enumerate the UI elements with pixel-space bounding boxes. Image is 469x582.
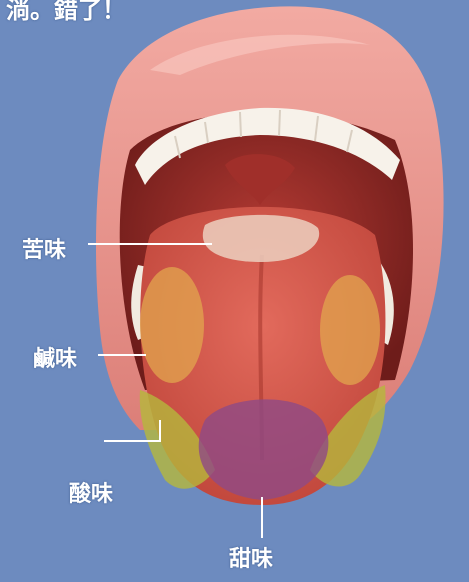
bitter-label: 苦味 bbox=[22, 232, 66, 264]
salty-label: 鹹味 bbox=[33, 341, 77, 373]
top-caption: 淌。錯了！ bbox=[6, 0, 126, 25]
salty-zone-right bbox=[320, 275, 380, 385]
sour-label: 酸味 bbox=[69, 476, 113, 508]
sweet-label: 甜味 bbox=[229, 541, 273, 573]
salty-zone-left bbox=[140, 267, 204, 383]
